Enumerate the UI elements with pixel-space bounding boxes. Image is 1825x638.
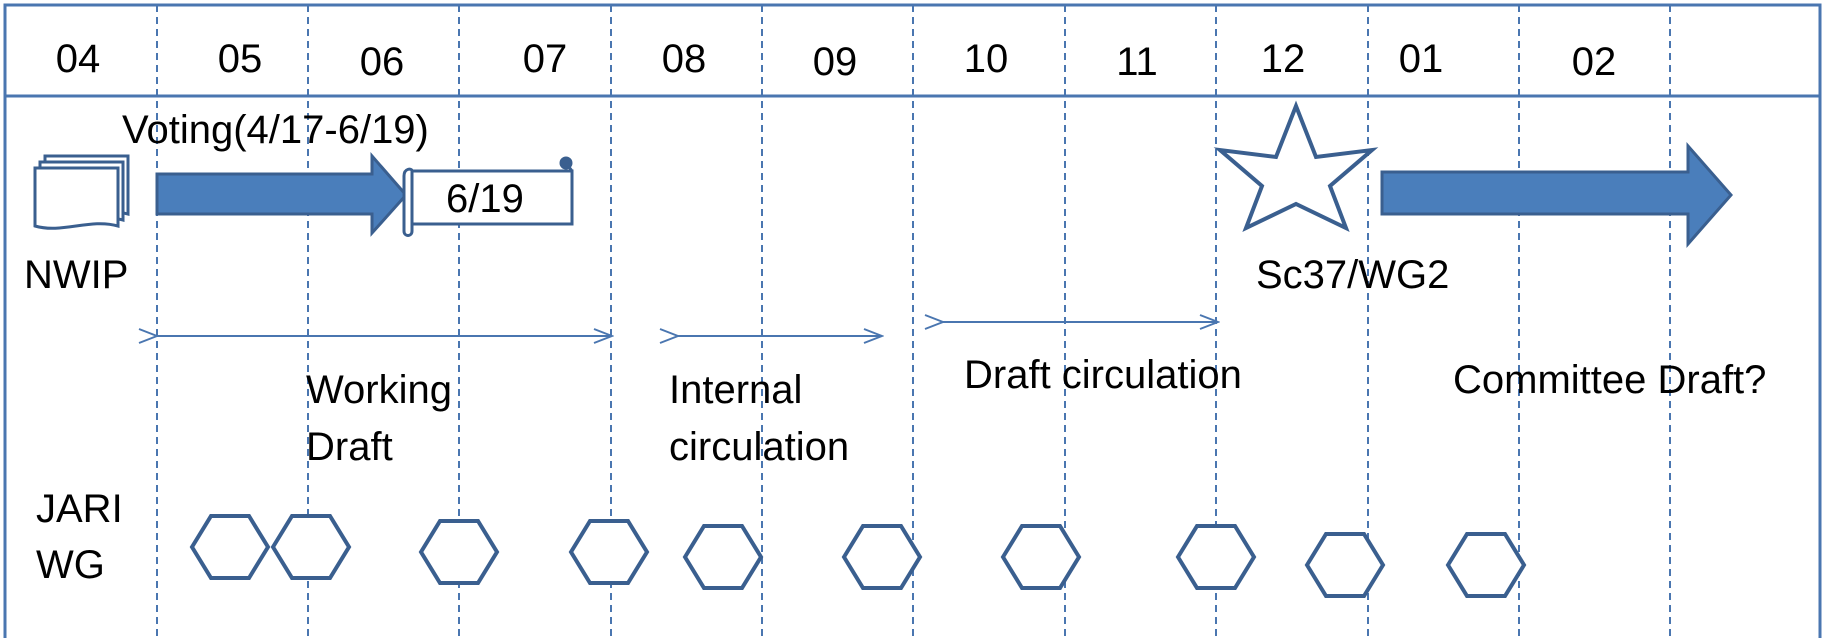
- meeting-hexagon-icon: [1445, 532, 1527, 598]
- month-label-10: 10: [964, 37, 1009, 81]
- internal-circulation-line-1: Internal: [669, 368, 802, 412]
- sc37-label: Sc37/WG2: [1256, 253, 1449, 297]
- month-header: 04 05 06 07 08 09 10 11 12 01 02: [56, 37, 1617, 84]
- meeting-hexagon-icon: [1175, 524, 1257, 590]
- jari-wg-line-1: JARI: [36, 487, 123, 531]
- meeting-hexagon-icon: [1304, 532, 1386, 598]
- jari-wg-label: JARI WG: [36, 487, 134, 587]
- meeting-hexagon-icon: [568, 519, 650, 585]
- scroll-box-label: 6/19: [446, 177, 524, 221]
- committee-arrow: [1380, 142, 1733, 248]
- meeting-hexagon-icon: [682, 524, 764, 590]
- star-icon: [1213, 100, 1379, 232]
- stacked-documents-icon: [33, 154, 130, 230]
- month-label-04: 04: [56, 37, 101, 81]
- meeting-hexagon-icon: [189, 514, 271, 580]
- meeting-hexagon-icon: [270, 514, 352, 580]
- draft-circulation-label: Draft circulation: [964, 353, 1242, 397]
- month-label-11: 11: [1116, 40, 1158, 84]
- meeting-hexagon-icon: [1000, 524, 1082, 590]
- meeting-hexagon-icon: [841, 524, 923, 590]
- working-draft-line-2: Draft: [306, 425, 393, 469]
- month-label-07: 07: [523, 37, 568, 81]
- scroll-box: [402, 156, 574, 237]
- month-label-12: 12: [1261, 37, 1306, 81]
- internal-circulation-line-2: circulation: [669, 425, 849, 469]
- month-label-05: 05: [218, 37, 263, 81]
- voting-arrow: [155, 151, 409, 237]
- meeting-hexagon-icon: [418, 519, 500, 585]
- month-label-01: 01: [1399, 37, 1444, 81]
- meeting-markers: [189, 514, 1527, 598]
- working-draft-label: Working Draft: [306, 368, 463, 469]
- jari-wg-line-2: WG: [36, 543, 105, 587]
- nwip-label: NWIP: [24, 253, 128, 297]
- month-label-09: 09: [813, 40, 858, 84]
- working-draft-line-1: Working: [306, 368, 452, 412]
- voting-label: Voting(4/17-6/19): [122, 108, 429, 152]
- committee-draft-label: Committee Draft?: [1453, 358, 1766, 402]
- month-label-08: 08: [662, 37, 707, 81]
- month-label-06: 06: [360, 40, 405, 84]
- month-label-02: 02: [1572, 40, 1617, 84]
- internal-circulation-label: Internal circulation: [669, 368, 849, 469]
